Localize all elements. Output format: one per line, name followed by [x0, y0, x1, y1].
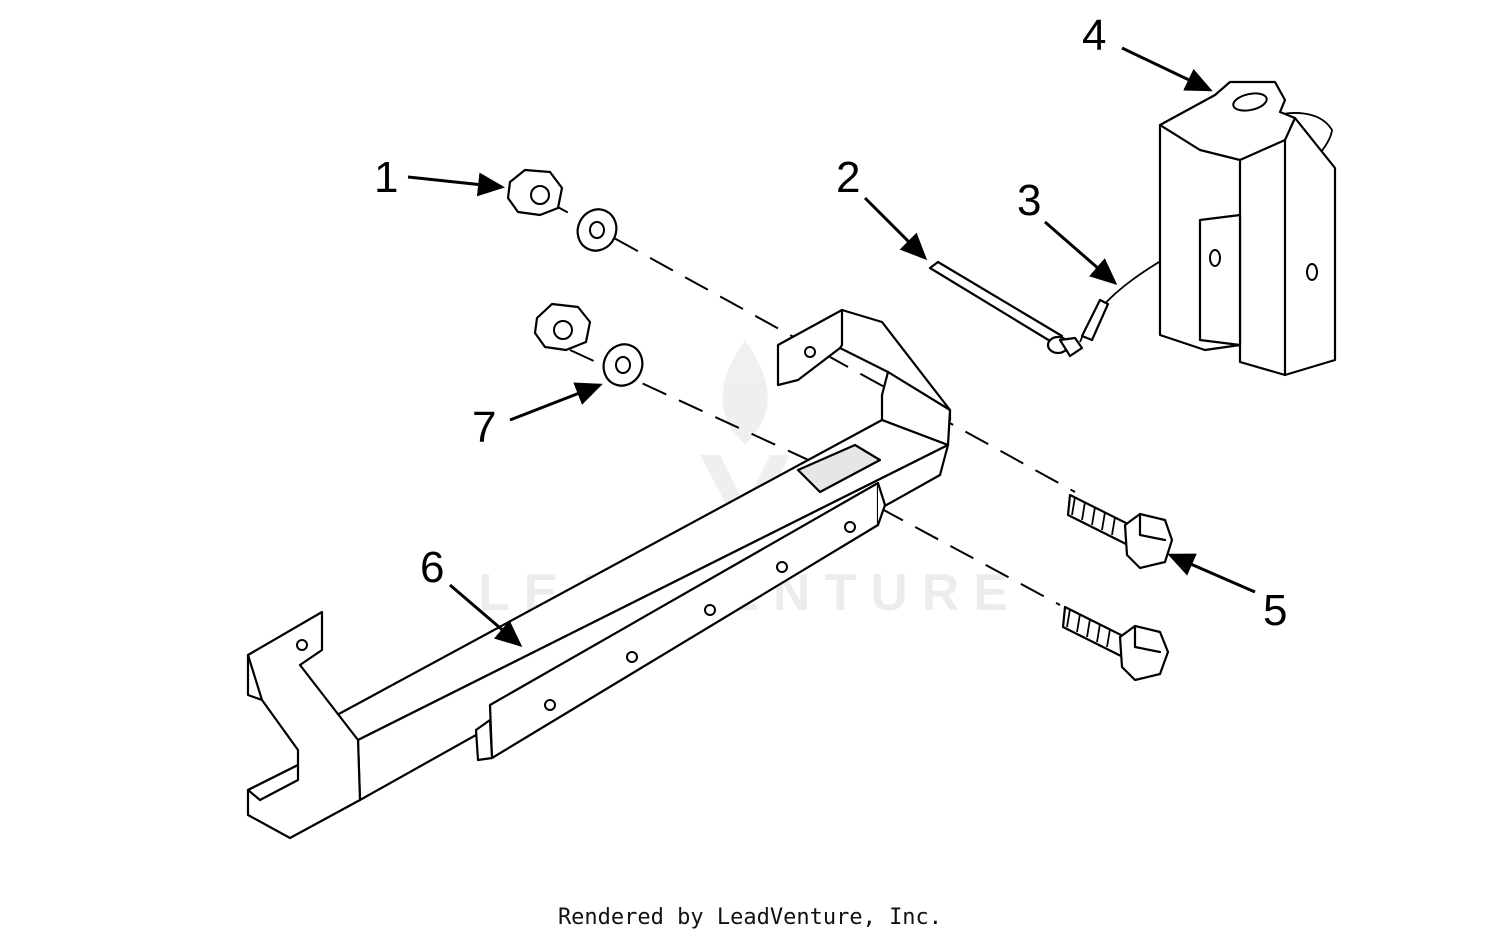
- callout-3[interactable]: 3: [1017, 176, 1041, 225]
- hitch-bracket: [1158, 80, 1337, 377]
- hitch-pin: [928, 260, 1084, 358]
- hex-bolt-lower: [1061, 605, 1170, 682]
- callout-6[interactable]: 6: [420, 543, 444, 592]
- callout-4[interactable]: 4: [1082, 11, 1106, 60]
- washer-lower: [602, 343, 644, 387]
- hex-nut-upper: [506, 168, 564, 217]
- callout-1[interactable]: 1: [374, 153, 398, 202]
- footer-credit: Rendered by LeadVenture, Inc.: [557, 905, 943, 930]
- washer-upper: [576, 208, 618, 252]
- callout-leaders: [407, 46, 1256, 647]
- callout-2[interactable]: 2: [836, 153, 860, 202]
- mounting-bar: [246, 308, 952, 840]
- callout-7[interactable]: 7: [472, 403, 496, 452]
- hex-nut-lower: [533, 302, 592, 352]
- watermark-logo-icon: [700, 340, 790, 540]
- callout-5[interactable]: 5: [1263, 586, 1287, 635]
- hex-bolt-upper: [1066, 493, 1174, 570]
- callout-labels: 1 2 3 4 5 6 7: [374, 11, 1287, 635]
